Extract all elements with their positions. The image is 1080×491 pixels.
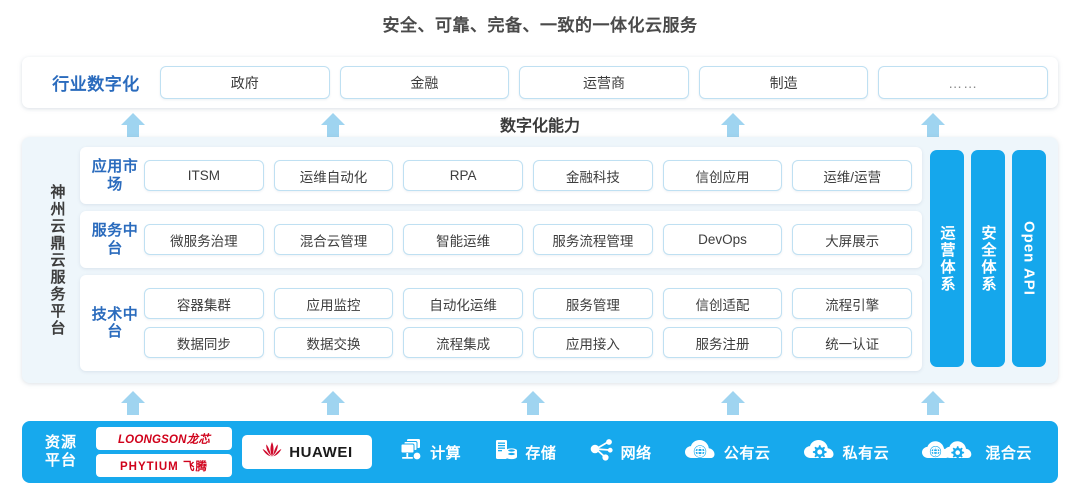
industry-cell-government[interactable]: 政府 [160,66,330,99]
platform-body: 应用市场 ITSM 运维自动化 RPA 金融科技 信创应用 运维/运营 [80,147,1046,373]
resource-item-list: 计算 [382,437,1048,468]
resource-item-label: 存储 [525,444,557,462]
resource-item-storage[interactable]: 存储 [493,437,556,468]
up-arrow-icon-bottom-2 [320,390,346,416]
resource-platform-label: 资源 平台 [36,434,86,470]
resource-item-hybrid-cloud[interactable]: 混合云 [921,438,1032,467]
cpu-brand-list: LOONGSON龙芯 PHYTIUM 飞腾 [96,427,232,477]
cloud-platform-panel: 神州云鼎云服务平台 应用市场 ITSM 运维自动化 RPA 金融科技 信创应用 … [22,137,1058,383]
private-cloud-icon [803,438,837,467]
up-arrow-icon-bottom-3 [520,390,546,416]
industry-cell-operator[interactable]: 运营商 [519,66,689,99]
chip-hybrid-cloud-mgmt[interactable]: 混合云管理 [273,224,394,255]
resource-label-line2: 平台 [44,452,77,469]
pillar-operations-system[interactable]: 运营体系 [930,150,964,367]
page-title: 安全、可靠、完备、一致的一体化云服务 [382,16,698,35]
resource-item-label: 网络 [620,444,652,462]
up-arrow-icon-top-2 [320,112,346,138]
resource-item-public-cloud[interactable]: 公有云 [684,438,771,467]
chip-microservice-governance[interactable]: 微服务治理 [144,224,264,255]
layer-grid-app-market: ITSM 运维自动化 RPA 金融科技 信创应用 运维/运营 [144,160,913,191]
chip-service-process-mgmt[interactable]: 服务流程管理 [533,224,653,255]
chip-smart-ops[interactable]: 智能运维 [403,224,524,255]
huawei-flower-icon [261,440,283,465]
chip-process-integration[interactable]: 流程集成 [403,327,524,358]
layer-label-tech-midend: 技术中台 [91,305,139,340]
chip-app-monitoring[interactable]: 应用监控 [273,288,394,319]
resource-item-label: 私有云 [842,444,890,462]
compute-icon [398,437,424,468]
industry-cell-list: 政府 金融 运营商 制造 …… [160,66,1048,99]
chip-process-engine[interactable]: 流程引擎 [792,288,913,319]
layer-label-app-market: 应用市场 [91,158,139,193]
up-arrow-icon-top-3 [720,112,746,138]
layer-label-service-midend: 服务中台 [91,222,139,257]
resource-item-compute[interactable]: 计算 [398,437,461,468]
chip-xinchuang-app[interactable]: 信创应用 [662,160,783,191]
pillar-open-api[interactable]: Open API [1012,150,1046,367]
chip-service-registry[interactable]: 服务注册 [662,327,783,358]
huawei-wordmark: HUAWEI [289,443,353,461]
layer-app-market: 应用市场 ITSM 运维自动化 RPA 金融科技 信创应用 运维/运营 [80,147,922,204]
layer-grid-service-midend: 微服务治理 混合云管理 智能运维 服务流程管理 DevOps 大屏展示 [144,224,913,255]
chip-ops-automation[interactable]: 运维自动化 [273,160,394,191]
platform-pillars: 运营体系 安全体系 Open API [930,147,1046,373]
hybrid-cloud-icon [921,438,979,467]
pillar-security-system[interactable]: 安全体系 [971,150,1005,367]
layer-tech-midend: 技术中台 容器集群 应用监控 自动化运维 服务管理 信创适配 流程引擎 数据同步 [80,275,922,371]
chip-container-cluster[interactable]: 容器集群 [144,288,264,319]
up-arrow-icon-bottom-4 [720,390,746,416]
up-arrow-icon-top-4 [920,112,946,138]
resource-platform-bar: 资源 平台 LOONGSON龙芯 PHYTIUM 飞腾 HUAWEI [22,421,1058,483]
resource-item-network[interactable]: 网络 [589,437,652,468]
chip-large-screen-display[interactable]: 大屏展示 [792,224,913,255]
up-arrow-icon-bottom-1 [120,390,146,416]
resource-item-label: 混合云 [985,444,1032,462]
layer-service-midend: 服务中台 微服务治理 混合云管理 智能运维 服务流程管理 DevOps 大屏展示 [80,211,922,268]
platform-layers: 应用市场 ITSM 运维自动化 RPA 金融科技 信创应用 运维/运营 [80,147,922,373]
capability-label: 数字化能力 [499,118,580,135]
layer-row: 微服务治理 混合云管理 智能运维 服务流程管理 DevOps 大屏展示 [144,224,913,255]
industry-row-label: 行业数字化 [52,75,140,94]
industry-cell-more[interactable]: …… [878,66,1048,99]
chip-app-access[interactable]: 应用接入 [533,327,653,358]
layer-row: ITSM 运维自动化 RPA 金融科技 信创应用 运维/运营 [144,160,913,191]
resource-label-line1: 资源 [44,434,77,451]
layer-row: 数据同步 数据交换 流程集成 应用接入 服务注册 统一认证 [144,327,913,358]
chip-fintech[interactable]: 金融科技 [533,160,653,191]
chip-devops[interactable]: DevOps [662,224,783,255]
layer-row: 容器集群 应用监控 自动化运维 服务管理 信创适配 流程引擎 [144,288,913,319]
chip-data-exchange[interactable]: 数据交换 [273,327,394,358]
chip-xinchuang-adaptation[interactable]: 信创适配 [662,288,783,319]
network-icon [589,437,615,468]
brand-phytium[interactable]: PHYTIUM 飞腾 [96,454,232,477]
brand-loongson[interactable]: LOONGSON龙芯 [96,427,232,450]
resource-item-label: 计算 [430,444,462,462]
industry-row: 行业数字化 政府 金融 运营商 制造 …… [22,57,1058,108]
chip-data-sync[interactable]: 数据同步 [144,327,264,358]
industry-cell-finance[interactable]: 金融 [339,66,510,99]
resource-item-label: 公有云 [723,444,771,462]
chip-ops-operations[interactable]: 运维/运营 [792,160,913,191]
chip-automated-ops[interactable]: 自动化运维 [403,288,524,319]
up-arrow-icon-top-1 [120,112,146,138]
chip-service-mgmt[interactable]: 服务管理 [533,288,653,319]
layer-grid-tech-midend: 容器集群 应用监控 自动化运维 服务管理 信创适配 流程引擎 数据同步 数据交换… [144,288,913,358]
up-arrow-icon-bottom-5 [920,390,946,416]
storage-icon [493,437,519,468]
public-cloud-icon [684,438,718,467]
resource-item-private-cloud[interactable]: 私有云 [803,438,890,467]
brand-huawei[interactable]: HUAWEI [242,435,372,469]
chip-unified-auth[interactable]: 统一认证 [792,327,913,358]
chip-itsm[interactable]: ITSM [144,160,264,191]
platform-vertical-label: 神州云鼎云服务平台 [48,183,66,337]
chip-rpa[interactable]: RPA [403,160,524,191]
industry-cell-manufacturing[interactable]: 制造 [698,66,869,99]
